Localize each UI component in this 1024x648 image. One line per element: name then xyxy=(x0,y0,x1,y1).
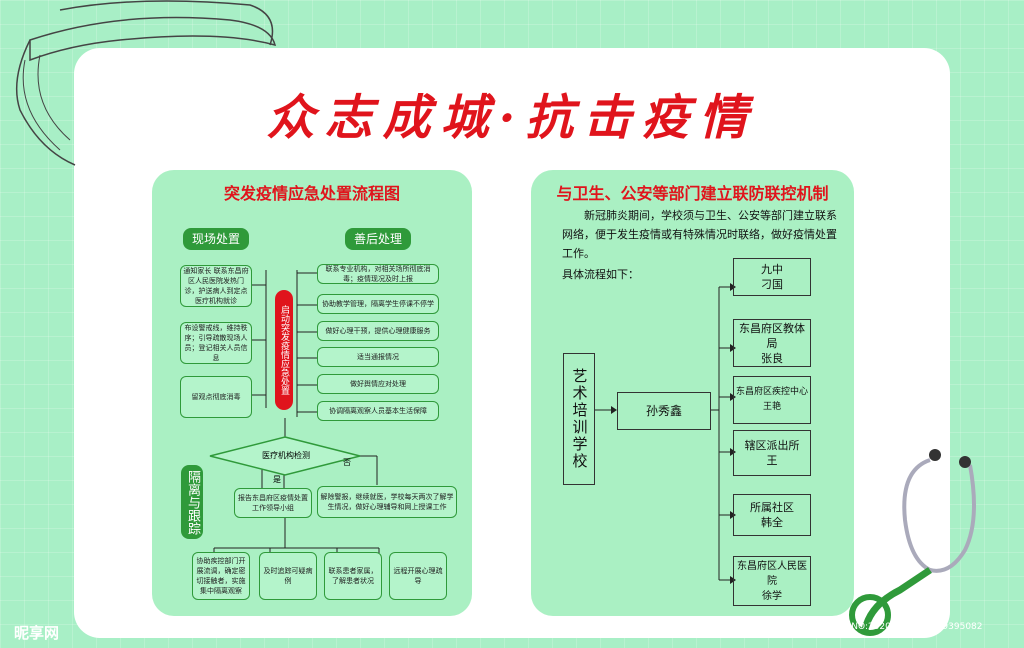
contact-box-3: 辖区派出所 王 xyxy=(733,430,811,476)
left-box-notify: 通知家长 联系东昌府区人民医院发热门诊，护送病人到定点医疗机构就诊 xyxy=(180,265,252,307)
contact-name: 张良 xyxy=(761,351,783,365)
left-box-cordon: 布设警戒线，维持秩序；引导疏散现场人员；登记相关人员信息 xyxy=(180,322,252,364)
right-box-1: 协助教学管理，隔离学生停课不停学 xyxy=(317,294,439,314)
person-box: 孙秀鑫 xyxy=(617,392,711,430)
contact-name: 刁国 xyxy=(761,278,783,291)
flow-label: 具体流程如下： xyxy=(562,268,639,281)
bottom-box-1: 及时追踪可疑病例 xyxy=(259,552,317,600)
contact-box-0: 九中 刁国 xyxy=(733,258,811,296)
right-box-4: 做好舆情应对处理 xyxy=(317,374,439,394)
contact-box-5: 东昌府区人民医院 徐学 xyxy=(733,556,811,606)
contact-name: 王艳 xyxy=(762,402,781,412)
contact-name: 王 xyxy=(766,454,778,467)
intro-paragraph: 新冠肺炎期间，学校须与卫生、公安等部门建立联系网络，便于发生疫情或有特殊情况时联… xyxy=(562,209,837,260)
right-box-2: 做好心理干预，提供心理健康服务 xyxy=(317,321,439,341)
watermark-url: www.nipic.cn xyxy=(100,626,173,639)
contact-name: 徐学 xyxy=(762,590,782,602)
after-button: 善后处理 xyxy=(345,228,411,250)
right-box-3: 适当通报情况 xyxy=(317,347,439,367)
right-box-0: 联系专业机构，对相关场所彻底消毒；疫情现况及时上报 xyxy=(317,264,439,284)
bottom-box-2: 联系患者家属，了解患者状况 xyxy=(324,552,382,600)
mask-icon xyxy=(15,0,277,166)
watermark-id: ID:27107129 NO:20200618102539395082 xyxy=(790,622,983,632)
start-response-label: 启动突发疫情应急处置 xyxy=(275,290,293,410)
contact-org: 东昌府区人民医院 xyxy=(737,560,807,587)
bottom-box-0: 协助疾控部门开展流调，确定密切接触者，实施集中隔离观察 xyxy=(192,552,250,600)
yes-label: 是 xyxy=(273,475,281,484)
left-panel-heading: 突发疫情应急处置流程图 xyxy=(223,184,400,203)
contact-name: 韩全 xyxy=(761,516,783,529)
diamond-label: 医疗机构检测 xyxy=(262,451,310,460)
contact-org: 东昌府区教体局 xyxy=(739,321,805,350)
right-panel-heading: 与卫生、公安等部门建立联防联控机制 xyxy=(556,184,829,203)
report-box: 报告东昌府区疫情处置工作领导小组 xyxy=(234,488,312,518)
bottom-box-3: 远程开展心理疏导 xyxy=(389,552,447,600)
release-box: 解除警报，继续就医，学校每天两次了解学生情况，做好心理辅导和网上授课工作 xyxy=(317,486,457,518)
isolate-track-label: 隔离与跟踪 xyxy=(181,465,203,539)
stethoscope-icon xyxy=(849,449,976,636)
left-flow-connectors xyxy=(209,270,380,554)
no-label: 否 xyxy=(343,458,351,467)
contact-org: 东昌府区疾控中心 xyxy=(735,387,808,397)
page-title: 众志成城·抗击疫情 xyxy=(266,90,758,146)
onsite-button: 现场处置 xyxy=(183,228,249,250)
right-panel xyxy=(531,170,854,616)
contact-org: 辖区派出所 xyxy=(744,439,800,452)
watermark-logo: 昵享网 xyxy=(14,624,60,642)
contact-org: 九中 xyxy=(761,263,783,276)
contact-org: 所属社区 xyxy=(750,501,794,514)
contact-box-4: 所属社区 韩全 xyxy=(733,494,811,536)
school-box: 艺术培训学校 xyxy=(563,353,595,485)
left-box-disinfect: 留观点彻底消毒 xyxy=(180,376,252,418)
right-box-5: 协调隔离观察人员基本生活保障 xyxy=(317,401,439,421)
contact-box-2: 东昌府区疾控中心 王艳 xyxy=(733,376,811,424)
contact-box-1: 东昌府区教体局 张良 xyxy=(733,319,811,367)
